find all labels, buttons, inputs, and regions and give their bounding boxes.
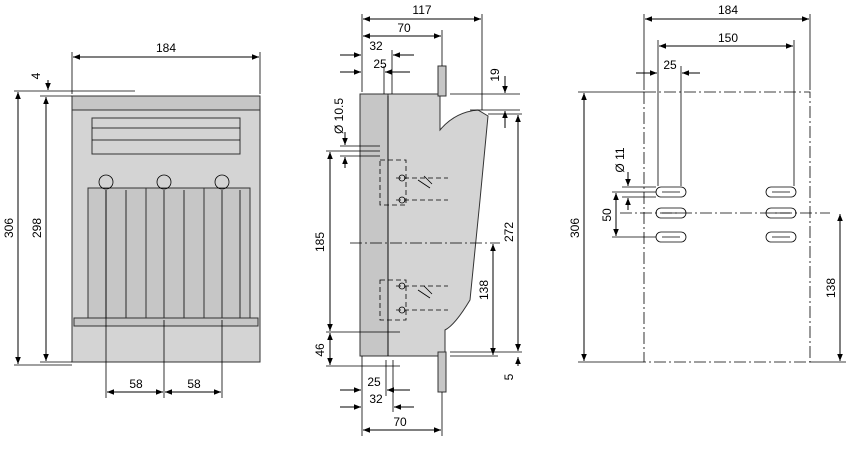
side-d32-top-label: 32 xyxy=(369,39,383,53)
mounting-slot-right-3 xyxy=(765,231,797,243)
side-mounting-plate xyxy=(359,93,389,357)
front-pitch-left-label: 58 xyxy=(129,377,143,391)
mounting-view: 184 150 25 Ø 11 50 306 138 xyxy=(568,3,846,363)
side-d70-bottom-label: 70 xyxy=(393,415,407,429)
mounting-d25-label: 25 xyxy=(663,58,677,72)
mounting-slot-right-2 xyxy=(765,207,797,219)
front-height-outer-label: 306 xyxy=(2,218,16,238)
side-hole-label: Ø 10.5 xyxy=(332,98,346,134)
side-d272-label: 272 xyxy=(502,222,516,242)
mounting-d138-label: 138 xyxy=(824,278,838,298)
mounting-d150-label: 150 xyxy=(718,31,738,45)
mounting-slot-left-1 xyxy=(655,186,687,198)
side-d138-label: 138 xyxy=(477,280,491,300)
side-d25-top-label: 25 xyxy=(373,57,387,71)
front-view: 184 4 306 298 58 58 xyxy=(2,41,261,398)
side-d70-top-label: 70 xyxy=(397,21,411,35)
side-d185-label: 185 xyxy=(313,232,327,252)
side-view: 117 70 32 25 19 Ø 10.5 185 xyxy=(313,3,522,436)
mounting-slot-left-2 xyxy=(655,207,687,219)
front-phase-1 xyxy=(87,174,147,321)
side-housing xyxy=(387,93,489,357)
side-depth-label: 117 xyxy=(412,3,431,17)
mounting-outline xyxy=(643,91,811,363)
front-top-offset-label: 4 xyxy=(29,72,43,79)
mounting-d50-label: 50 xyxy=(600,208,614,222)
mounting-slot-left-3 xyxy=(655,231,687,243)
mounting-width-label: 184 xyxy=(718,3,738,17)
side-d32-bottom-label: 32 xyxy=(369,392,383,406)
side-d19-label: 19 xyxy=(488,68,502,82)
side-d25-bottom-label: 25 xyxy=(367,375,381,389)
mounting-slot-right-1 xyxy=(765,186,797,198)
front-phase-2 xyxy=(145,174,205,321)
mounting-height-label: 306 xyxy=(568,218,582,238)
front-width-label: 184 xyxy=(156,41,176,55)
mounting-hole-label: Ø 11 xyxy=(613,147,627,172)
side-d46-label: 46 xyxy=(313,343,327,357)
side-d5-label: 5 xyxy=(502,373,516,380)
front-pitch-right-label: 58 xyxy=(187,377,201,391)
front-phase-3 xyxy=(203,174,251,321)
front-top-strip xyxy=(71,95,261,111)
front-cover-panel xyxy=(91,117,241,155)
front-height-inner-label: 298 xyxy=(30,218,44,238)
